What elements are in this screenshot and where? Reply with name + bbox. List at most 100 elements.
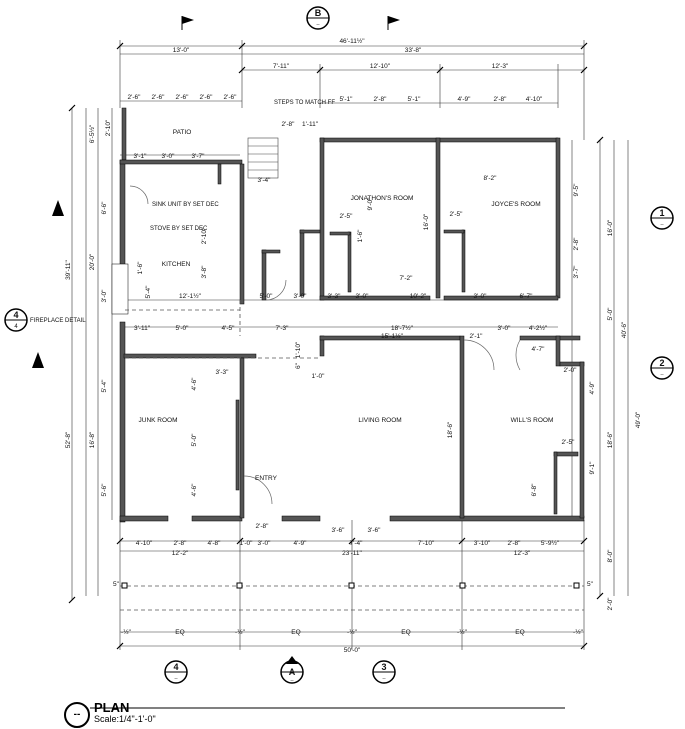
bubble-3-label: 3 [381,662,386,672]
plan-bubble: -- [64,702,90,728]
bubble-4-bottom-label: 4 [173,662,178,672]
dim-bot-23-11: 23'-11" [342,550,362,557]
dim-left-39-11: 39'-11" [65,259,72,279]
room-jonathon: JONATHON'S ROOM [351,195,414,202]
dim-left-16-8: 16'-8" [89,431,96,448]
dim-steps-2-8: 2'-8" [282,121,296,128]
dim-joy-4-10: 4'-10" [526,96,543,103]
dim-bot-1-0: 1'-0" [240,540,254,547]
dim-bot-4-9: 4'-9" [294,540,308,547]
dim-steps-1-11: 1'-11" [302,121,319,128]
dim-door-3-6a: 3'-6" [332,527,346,534]
bubble-2-label: 2 [659,358,664,368]
room-junk: JUNK ROOM [139,417,178,424]
bubble-3-sub: -- [382,676,386,682]
dim-bot-4-10: 4'-10" [136,540,153,547]
dim-jon-2-8: 2'-8" [374,96,388,103]
dim-overall-top: 46'-11½" [339,37,365,45]
dim-left-5-6: 5'-6" [101,483,108,497]
dim-jon-5-1a: 5'-1" [340,96,354,103]
north-flags [32,16,400,368]
dim-hall-1-0: 1'-0" [312,373,326,380]
dim-bot-12-2: 12'-2" [172,550,189,557]
note-steps: STEPS TO MATCH FF [274,100,335,106]
dimension-lines [71,40,629,650]
dim-bot-4-8: 4'-8" [208,540,222,547]
door-swings [129,185,521,505]
dim-eq3: EQ [401,629,410,636]
dim-left-6-6: 6'-6" [101,201,108,215]
plan-title: PLAN [94,700,130,715]
dim-mid-4-2: 4'-2½" [529,324,548,332]
dim-eq2: EQ [291,629,300,636]
dim-hall-6: 6" [295,362,302,369]
dim-right-40-6: 40'-6" [621,321,628,338]
dim-right-18-6: 18'-6" [607,431,614,448]
dim-right-9-1: 9'-1" [589,461,596,475]
dim-bot-2-8: 2'-8" [174,540,188,547]
plan-scale: Scale:1/4"-1'-0" [94,714,156,724]
section-bubbles [4,6,674,684]
bubble-4-left-sub: 4 [14,324,18,330]
dim-kit-3-8: 3'-8" [201,265,208,279]
dim-will-6-8: 6'-8" [531,483,538,497]
dim-patio-2-6-d: 2'-6" [200,94,214,101]
note-stove: STOVE BY SET DEC [150,226,208,232]
dim-mid-2-1: 2'-1" [470,333,484,340]
dim-jon-3-0: 3'-0" [356,293,370,300]
dim-right-5-0: 5'-0" [607,307,614,321]
dim-eq1: EQ [175,629,184,636]
dim-junk-4-6: 4'-6" [191,377,198,391]
dim-joy-2-8: 2'-8" [494,96,508,103]
dim-right-4-9: 4'-9" [589,381,596,395]
dim-mid-4-5: 4'-5" [222,325,236,332]
bubble-b-sub: -- [316,22,320,28]
dim-half-4: -½" [457,628,468,636]
dim-mid-18-7: 18'-7½" [391,324,414,332]
dim-patio-2-6-c: 2'-6" [176,94,190,101]
dim-left-20-0: 20'-0" [89,253,96,270]
dim-porch-5: 5" [113,581,120,588]
dim-half-1: -½" [121,628,132,636]
dim-mid-3-0: 3'-0" [498,325,512,332]
dim-bot-7-10: 7'-10" [418,540,435,547]
dim-porch-5b: 5" [587,581,594,588]
dim-right-9-5: 9'-5" [573,183,580,197]
dim-mid-7-3: 7'-3" [276,325,290,332]
dim-bot-7-4: 7'-4" [350,540,364,547]
dim-joy-3-0: 3'-0" [474,293,488,300]
dim-right-2-0: 2'-0" [607,597,614,611]
dim-joy-8-2: 8'-2" [484,175,498,182]
bubble-1-label: 1 [659,208,664,218]
dim-closet-2-5a: 2'-5" [340,213,354,220]
dim-jon-3-3: 3'-3" [328,293,342,300]
note-fireplace: FIREPLACE DETAIL [30,318,86,324]
bubble-b-label: B [315,8,322,18]
dim-bot-3-0: 3'-0" [258,540,272,547]
dim-junk-4-6b: 4'-6" [191,483,198,497]
dim-right-49-0: 49'-0" [635,411,642,428]
dim-13-0: 13'-0" [173,47,190,54]
dim-hall-1-10: 1'-10" [295,341,302,358]
walls [111,107,585,523]
bubble-4-left-label: 4 [13,310,18,320]
dim-bot-2-8b: 2'-8" [508,540,522,547]
dim-mid-15-1: 15'-1½" [381,332,404,340]
dim-steps-3-4: 3'-4" [258,177,272,184]
dim-kit-3-1: 3'-1" [134,153,148,160]
dim-entry-2-8: 2'-8" [256,523,270,530]
dim-kit-12-1: 12'-1½" [179,292,202,300]
dim-12-3: 12'-3" [492,63,509,70]
steps [247,137,279,179]
dim-kit-1-6: 1'-6" [137,261,144,275]
dim-eq4: EQ [515,629,524,636]
bubble-1-sub: -- [660,222,664,228]
dimension-ticks [68,42,604,650]
dim-right-8-0: 8'-0" [607,549,614,563]
dim-junk-3-3: 3'-3" [216,369,230,376]
room-patio: PATIO [173,129,192,136]
dim-bot-12-3: 12'-3" [514,550,531,557]
dim-patio-2-6-e: 2'-6" [224,94,238,101]
dim-7-11: 7'-11" [273,63,290,70]
